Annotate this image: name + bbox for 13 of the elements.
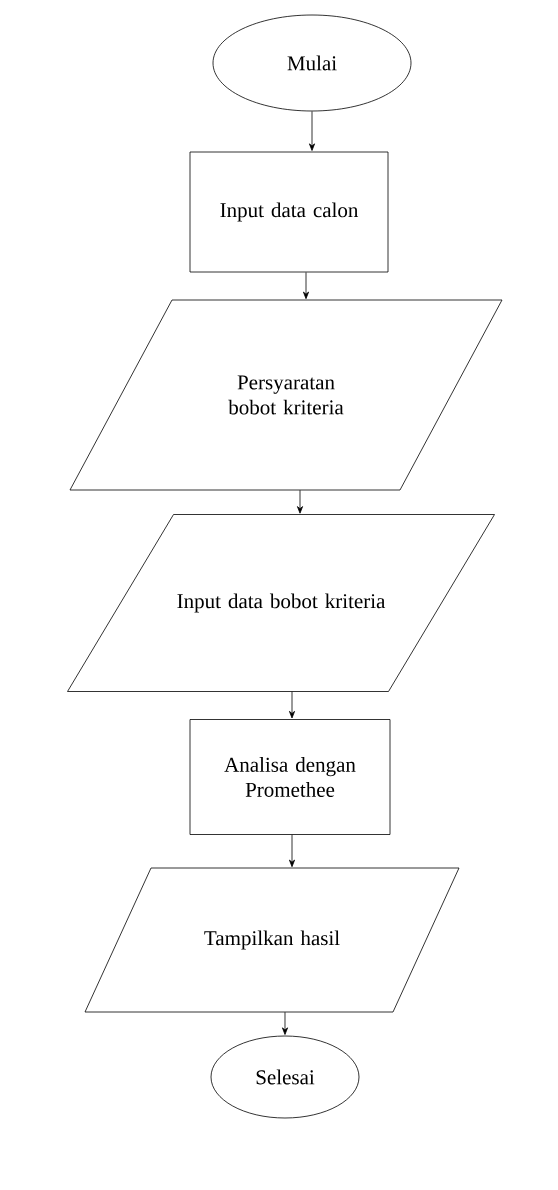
terminal-oval: Mulai [212, 14, 412, 112]
arrow [297, 489, 303, 514]
process-box: Input data calon [189, 151, 389, 273]
input-output-parallelogram: Input data bobot kriteria [67, 514, 495, 692]
arrow [289, 834, 295, 868]
arrow [309, 111, 315, 151]
terminal-oval: Selesai [210, 1035, 360, 1119]
arrow [289, 691, 295, 719]
process-box: Analisa dengan Promethee [189, 719, 391, 835]
arrow [303, 272, 309, 300]
input-output-parallelogram: Persyaratan bobot kriteria [69, 299, 503, 491]
arrow [282, 1011, 288, 1035]
input-output-parallelogram: Tampilkan hasil [84, 867, 460, 1013]
